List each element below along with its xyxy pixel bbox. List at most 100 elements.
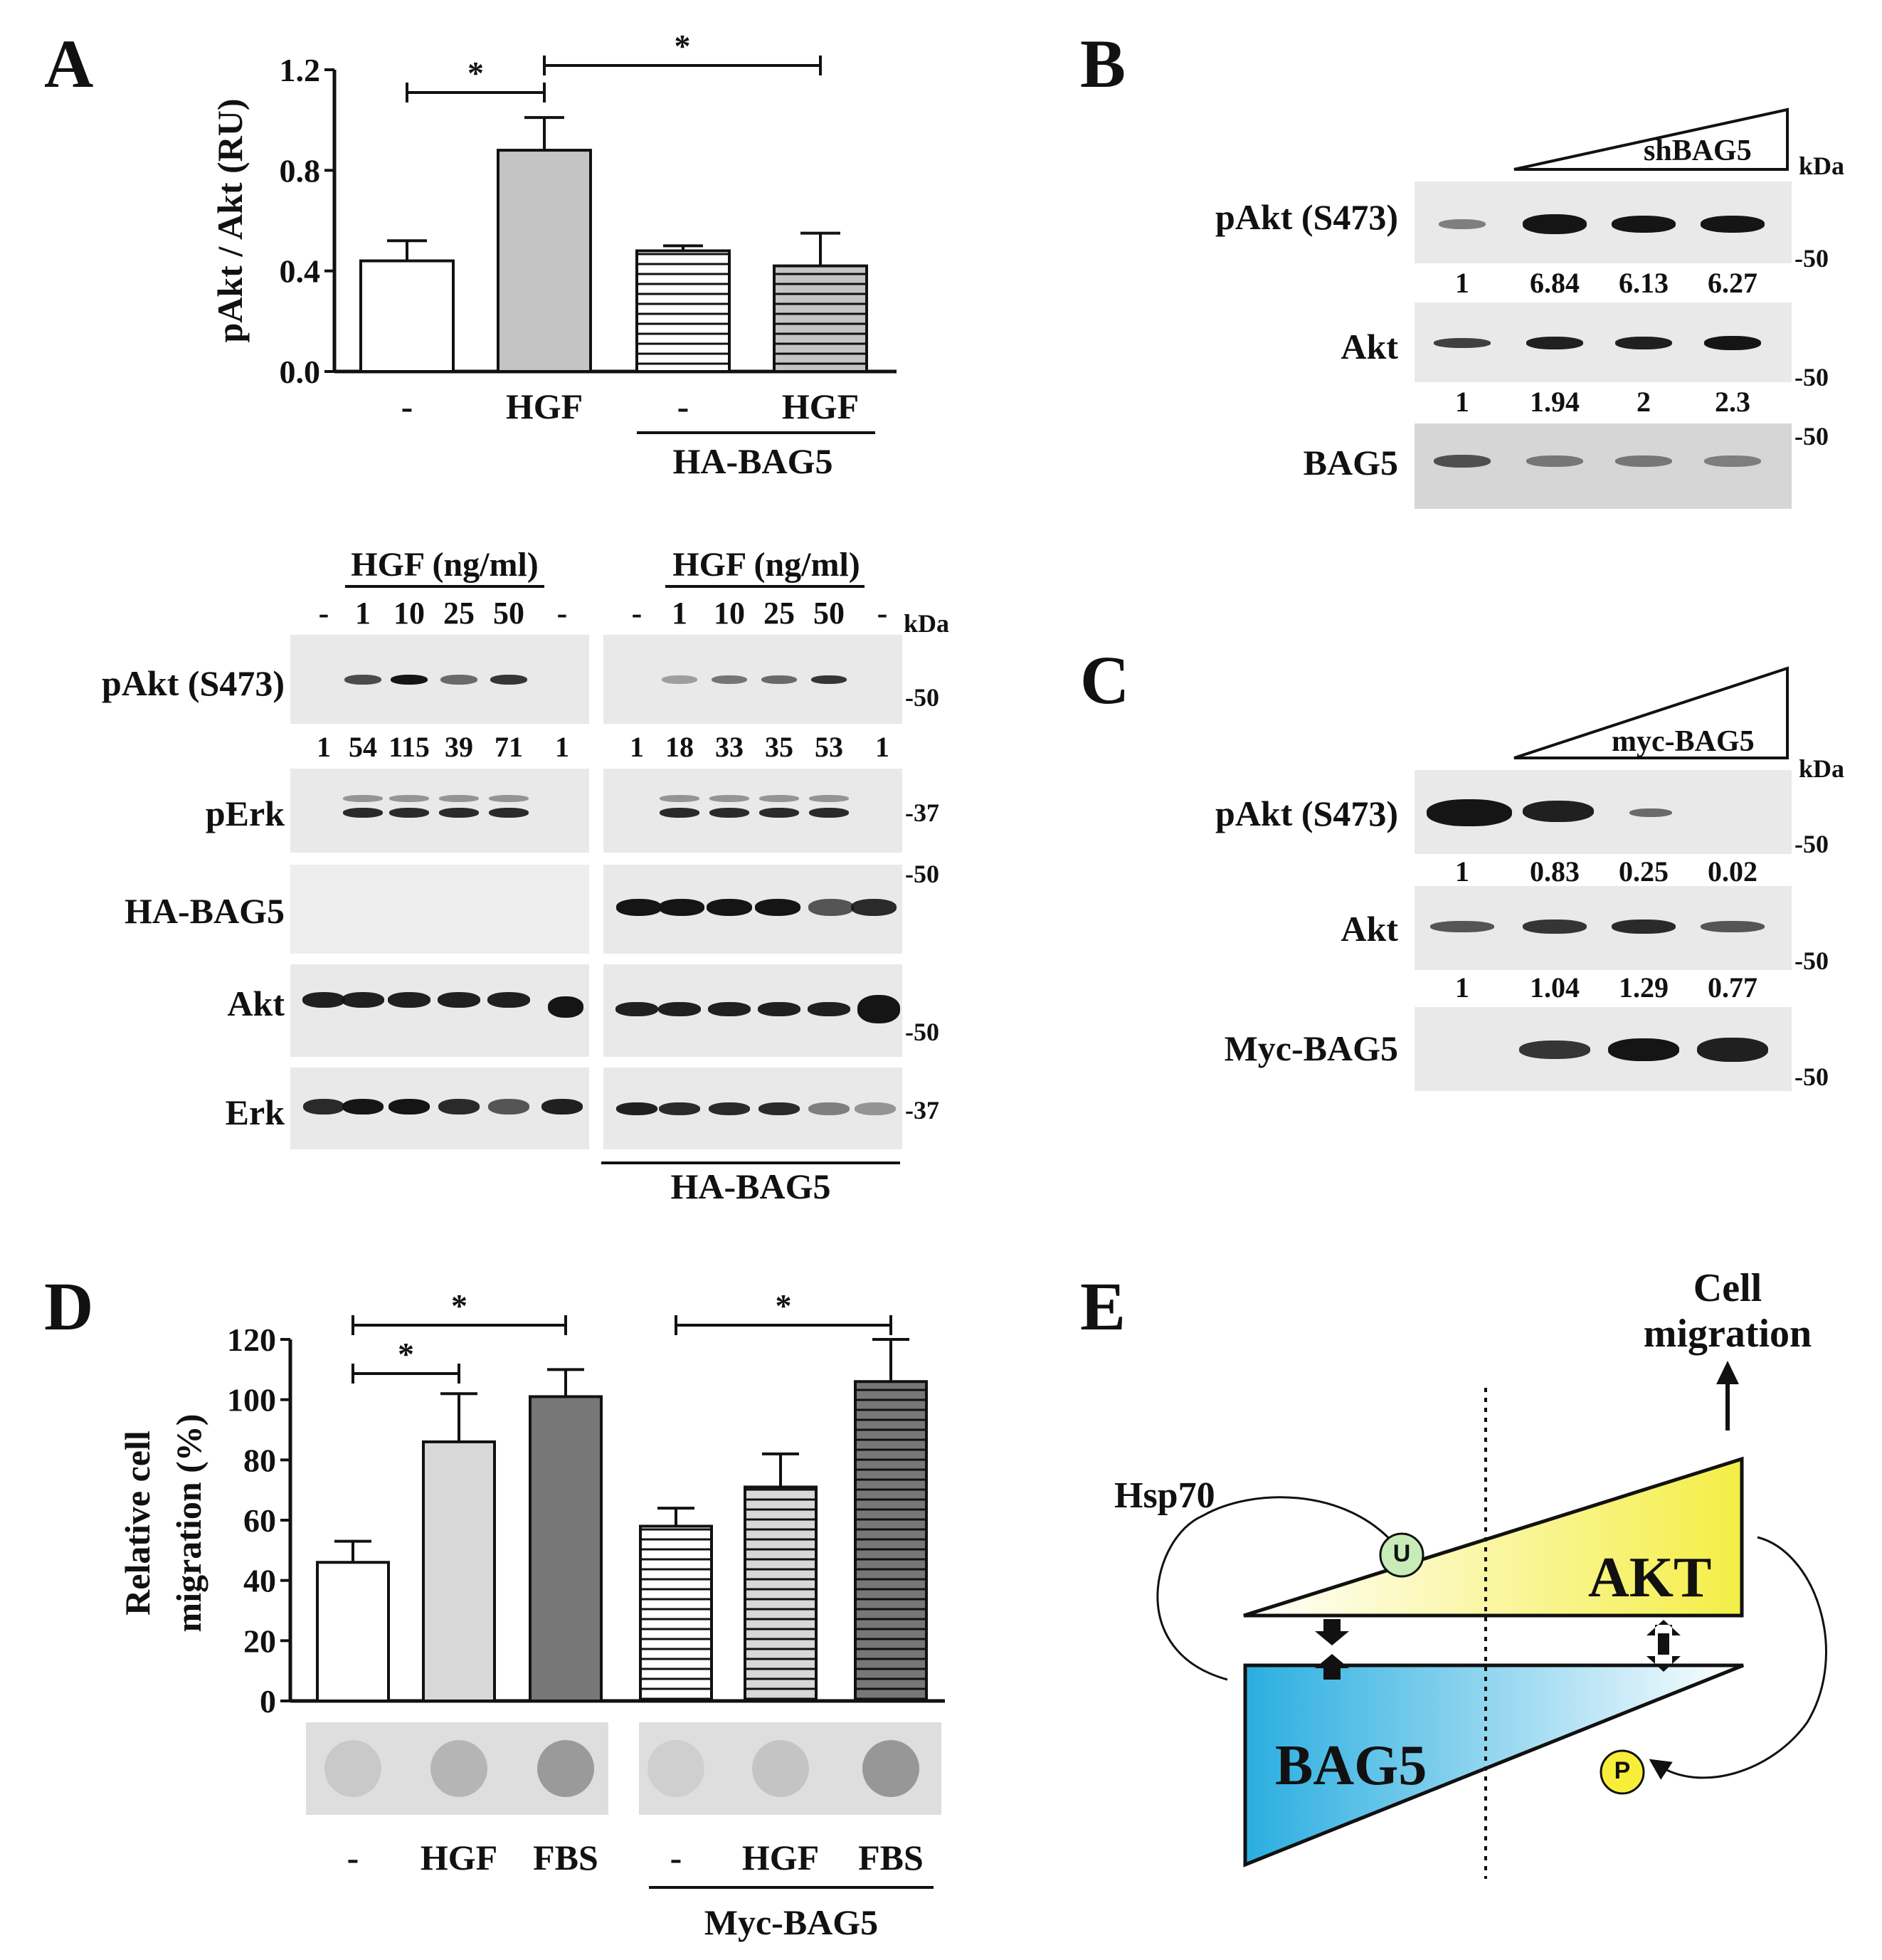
y-tick-label-d: 100 [227,1382,276,1418]
band-pakt-right [712,675,747,684]
group-label-d: Myc-BAG5 [704,1902,878,1942]
y-axis-label-a: pAkt / Akt (RU) [210,98,250,342]
down-up-arrows-left [1315,1619,1349,1680]
x-tick-label-a: HGF [506,386,583,426]
mycbag5-triangle [1513,666,1789,759]
x-tick-label-d: - [347,1838,359,1877]
akt-wedge [1243,1456,1744,1618]
migration-well [430,1740,487,1797]
row-label-mycbag5-c: Myc-BAG5 [1224,1028,1398,1068]
band-akt-b [1615,337,1672,349]
marker-50-akt-a: -50 [905,1018,939,1046]
quant-value-b-pakt: 1 [1455,267,1469,299]
quant-value-a-right: 1 [630,731,644,763]
band-akt-right [808,1002,850,1016]
quant-value-a-left: 71 [495,731,523,763]
quant-value-a-left: 1 [555,731,569,763]
sig-star-d: * [776,1287,792,1324]
band-erk-right [616,1102,657,1115]
quant-value-c-akt: 0.77 [1708,971,1757,1003]
phospho-circle [1600,1749,1645,1795]
panel-letter-a: A [44,26,94,102]
band-perk-left [389,808,429,818]
dose-label: 1 [355,596,371,631]
quant-value-b-akt: 2.3 [1715,386,1750,418]
hgf-underline-left [345,585,544,588]
band-pakt-left [490,675,527,685]
quant-value-a-right: 35 [765,731,793,763]
x-tick-label-a: HGF [782,386,859,426]
quant-value-c-akt: 1.29 [1619,971,1669,1003]
band-erk-right [808,1102,850,1115]
bar-a [497,149,592,373]
dose-label: - [318,596,329,631]
quant-value-a-left: 115 [388,731,430,763]
band-habag5 [755,899,800,916]
group-underline-a-blot [601,1161,900,1164]
bar-d [854,1380,928,1703]
band-pakt-b [1439,219,1486,229]
group-label-a: HA-BAG5 [673,441,833,481]
quant-value-b-akt: 1.94 [1530,386,1580,418]
row-label-erk-a: Erk [225,1092,285,1132]
band-pakt-right [761,675,797,684]
band-perk-left [343,795,383,802]
migration-well [324,1740,381,1797]
band-perk-right [759,795,799,802]
band-perk-right [709,808,749,818]
row-label-pakt-b: pAkt (S473) [1215,197,1398,237]
marker-37-erk-a: -37 [905,1096,939,1124]
band-akt-c [1523,920,1587,934]
y-tick-label-d: 60 [243,1502,276,1539]
dose-label: - [877,596,888,631]
x-tick-label-d: FBS [858,1838,924,1877]
band-habag5 [851,899,897,916]
sig-star-d: * [398,1336,414,1372]
bag5-wedge [1243,1663,1744,1867]
migration-well [752,1740,809,1797]
quant-value-c-pakt: 0.83 [1530,855,1580,887]
blot-pakt-right [603,635,902,724]
band-erk-left [342,1099,384,1115]
band-perk-right [660,808,699,818]
band-akt-b [1526,337,1583,349]
dose-label: 50 [813,596,845,631]
bar-d [639,1524,713,1702]
ubiquitin-letter: U [1392,1540,1411,1567]
band-pakt-b [1701,216,1765,233]
sig-star-d: * [451,1287,467,1324]
blot-perk-right [603,769,902,853]
band-akt-c [1612,920,1676,934]
kda-label-b: kDa [1799,152,1845,180]
row-label-pakt-c: pAkt (S473) [1215,794,1398,833]
dose-label: 25 [443,596,475,631]
band-akt-right [615,1002,658,1016]
quant-value-c-akt: 1.04 [1530,971,1580,1003]
bar-a [359,259,455,373]
panel-letter-d: D [44,1268,94,1344]
quant-value-a-right: 18 [665,731,694,763]
row-label-akt-c: Akt [1341,909,1398,949]
quant-value-c-pakt: 0.25 [1619,855,1669,887]
marker-37-perk-a: -37 [905,799,939,827]
band-bag5-b [1434,455,1491,468]
row-label-habag5-a: HA-BAG5 [125,891,285,931]
row-label-bag5-b: BAG5 [1303,443,1398,483]
band-akt-left [342,992,384,1008]
marker-50-habag5-a: -50 [905,860,939,888]
y-tick-label-a: 0.0 [280,354,321,390]
band-pakt-left [440,675,477,685]
triangle-label-c: myc-BAG5 [1612,725,1755,758]
band-perk-left [389,795,429,802]
y-axis-label-d-line2: migration (%) [169,1414,208,1633]
band-erk-left [488,1099,529,1115]
band-perk-left [489,808,529,818]
band-mycbag5-c [1697,1038,1768,1062]
migration-arrow-head [1716,1361,1739,1384]
x-tick-label-d: HGF [421,1838,497,1877]
y-tick-label-a: 0.8 [280,152,321,189]
band-akt-left [388,992,430,1008]
panel-letter-e: E [1080,1268,1126,1344]
shbag5-triangle [1513,107,1789,171]
quant-value-c-pakt: 1 [1455,855,1469,887]
